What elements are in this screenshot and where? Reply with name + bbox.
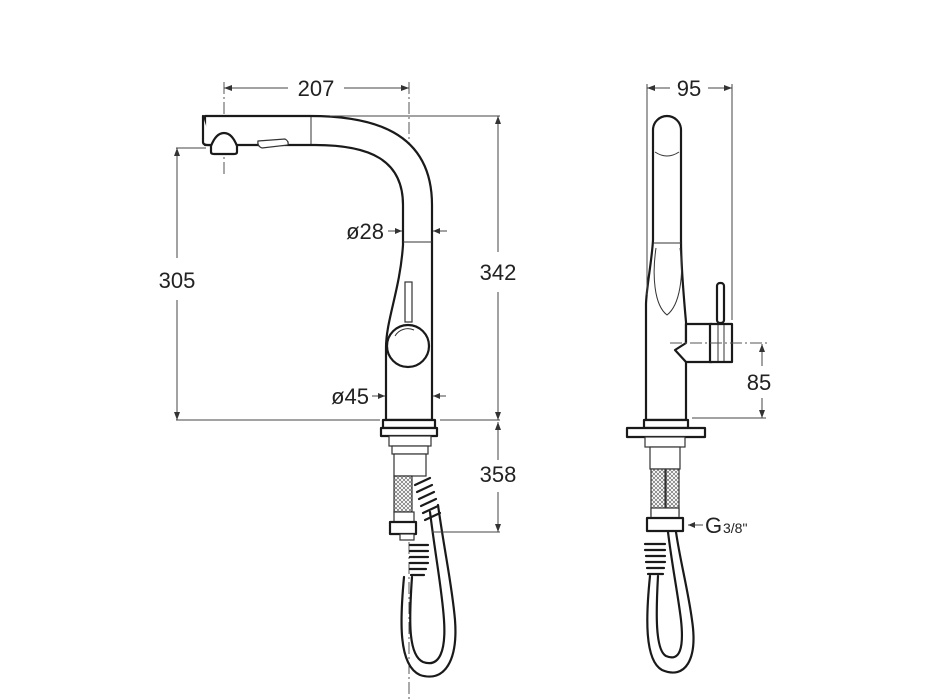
side-shank: [649, 446, 681, 470]
dimension-thread-g38: G 3/8": [688, 513, 747, 538]
hose-guide-spring: [413, 476, 442, 522]
dimension-label-305: 305: [159, 268, 196, 293]
dimension-label-95: 95: [677, 76, 701, 101]
side-body-outline: [644, 114, 688, 422]
mounting-washer: [391, 445, 429, 455]
spray-button: [257, 138, 289, 149]
thread-label-fraction: 3/8": [723, 520, 747, 536]
dimension-label-dia-28: ø28: [346, 219, 384, 244]
hose-connector-top: [393, 511, 415, 523]
side-hose-spring: [643, 542, 667, 576]
knob-detail: [394, 328, 415, 337]
dimension-207: 207: [224, 76, 409, 101]
dimension-label-dia-45: ø45: [331, 384, 369, 409]
mounting-nut: [388, 435, 432, 447]
dimension-85: 85: [692, 344, 771, 419]
side-recess: [653, 247, 682, 316]
dimension-diameter-28: ø28: [346, 219, 447, 244]
side-hose-outer: [646, 530, 695, 674]
side-base-ring: [642, 418, 690, 430]
dimension-358: 358: [432, 422, 517, 533]
side-mounting-nut: [644, 436, 686, 448]
faucet-body-outline: [203, 114, 434, 422]
pull-out-hose-outer: [400, 503, 457, 678]
shank-body: [393, 453, 427, 477]
dimension-label-85: 85: [747, 370, 771, 395]
pull-out-hose-inner: [409, 510, 446, 665]
thread-label-g: G: [705, 513, 722, 538]
side-deck-flange: [625, 426, 707, 439]
front-view: 207 305 342 358: [159, 76, 517, 700]
side-connector-nut: [645, 516, 685, 533]
side-lever: [715, 281, 726, 325]
hose-connector-nut: [388, 520, 418, 536]
nozzle-tip: [209, 131, 239, 156]
side-connector-ring: [650, 507, 680, 519]
dimension-95: 95: [646, 76, 733, 320]
handle-knob: [385, 323, 431, 369]
spray-head: [201, 114, 214, 147]
side-view: 95 85 G 3/8": [625, 76, 771, 674]
base-ring: [381, 418, 437, 430]
hose-connector-neck: [399, 533, 415, 541]
braided-supply-hose: [393, 475, 413, 513]
dimension-305: 305: [159, 147, 380, 421]
spout-tip-arc: [654, 151, 680, 157]
dimension-diameter-45: ø45: [331, 384, 446, 409]
hose-spring: [408, 543, 430, 577]
dimension-342: 342: [330, 115, 517, 421]
dimension-label-207: 207: [298, 76, 335, 101]
dimension-label-342: 342: [480, 260, 517, 285]
deck-flange: [379, 426, 439, 438]
lever-slot: [404, 281, 413, 323]
side-hose-inner: [655, 530, 683, 659]
dimension-label-358: 358: [480, 462, 517, 487]
